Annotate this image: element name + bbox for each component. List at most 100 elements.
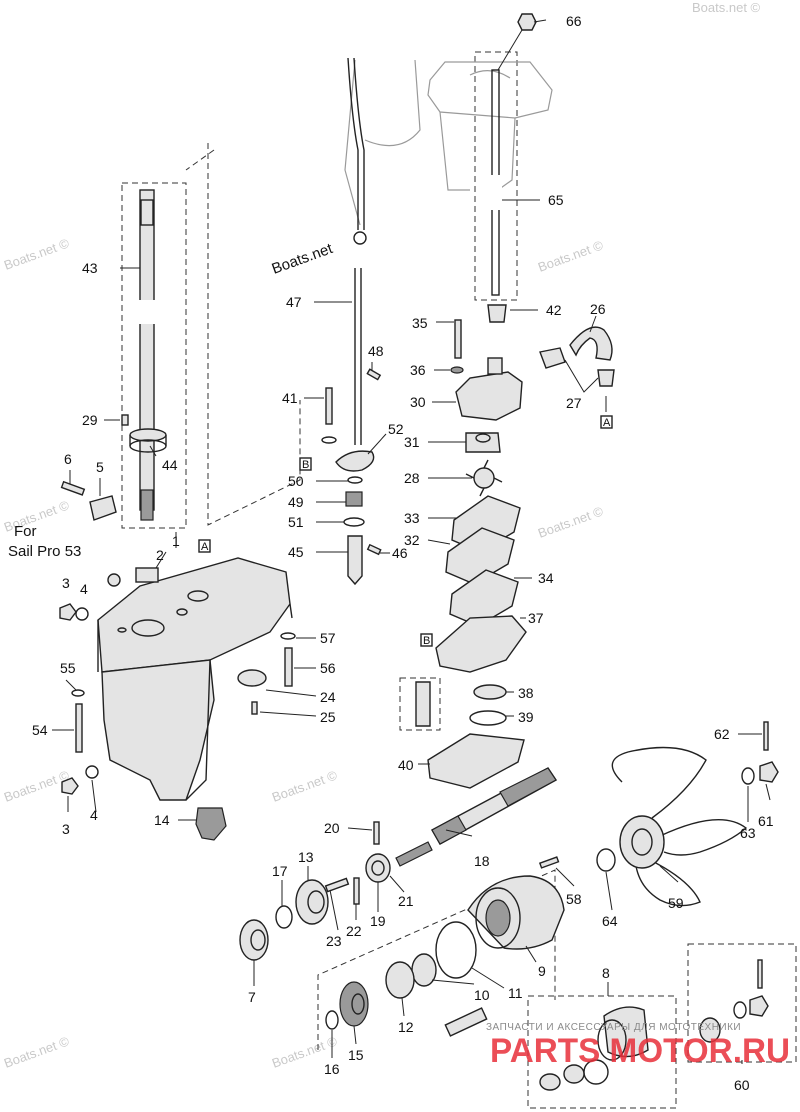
callout: 19 [370, 913, 386, 929]
drive-shaft-pin [121, 414, 129, 426]
washer-57 [280, 632, 296, 640]
screw-46 [366, 543, 382, 556]
watermark: Boats.net © [536, 503, 606, 541]
gear-group-outline [317, 869, 556, 1050]
bolt-56 [284, 647, 293, 687]
shop-banner-text: ЗАПЧАСТИ И АКСЕССУАРЫ ДЛЯ МОТОТЕХНИКИ [486, 1022, 741, 1033]
oil-seal-housing [415, 681, 431, 727]
callout: 33 [404, 510, 420, 526]
callout: 11 [508, 985, 523, 1001]
callout: 20 [324, 820, 340, 836]
callout: 14 [154, 812, 170, 828]
oil-seal-38 [473, 684, 507, 700]
bearing-housing-9 [467, 875, 565, 950]
plunger-23 [324, 877, 350, 893]
cotter-pin-62 [763, 721, 769, 751]
ref-box-a: A [600, 415, 613, 429]
nut-61 [759, 761, 779, 783]
grommet-27 [597, 369, 615, 387]
callout: 30 [410, 394, 426, 410]
washer-4-lower [85, 765, 99, 779]
drive-shaft [137, 189, 157, 511]
pump-outlet [487, 357, 503, 375]
callout: 7 [248, 989, 256, 1005]
callout: 61 [758, 813, 774, 829]
propeller-shaft-housing-kit [539, 1006, 649, 1091]
tapered-bearing-7 [239, 919, 269, 961]
callout: 34 [538, 570, 554, 586]
callout: 44 [162, 457, 178, 473]
propeller [611, 746, 748, 907]
callout: 8 [602, 965, 610, 981]
callout: 42 [546, 302, 562, 318]
ref-box-b: B [420, 633, 433, 647]
propeller-shaft [431, 767, 558, 845]
callout: 3 [62, 821, 70, 837]
callout: 41 [282, 390, 298, 406]
water-tube-seal [487, 304, 507, 323]
callout: 51 [288, 514, 304, 530]
shift-rod [347, 57, 367, 445]
screw-6 [60, 480, 86, 496]
ref-box-b: B [299, 457, 312, 471]
callout: 23 [326, 933, 342, 949]
o-ring-39 [469, 710, 507, 726]
callout: 31 [404, 434, 420, 450]
propeller-shaft-housing-kit-box [527, 995, 677, 1109]
callout: 12 [398, 1019, 414, 1035]
forward-gear-13 [295, 879, 329, 925]
callout: 13 [298, 849, 314, 865]
svg-text:A: A [603, 417, 611, 429]
callout: 64 [602, 913, 618, 929]
note-sail-pro: Sail Pro 53 [8, 543, 81, 560]
callout: 62 [714, 726, 730, 742]
callout: 50 [288, 473, 304, 489]
callouts: 66 65 43 47 42 26 35 48 36 41 30 27 29 5… [32, 13, 774, 1093]
callout: 46 [392, 545, 408, 561]
svg-text:B: B [423, 635, 430, 647]
callout: 32 [404, 532, 420, 548]
callout: 55 [60, 660, 76, 676]
shift-rod-plate [335, 450, 375, 472]
watermark: Boats.net © [2, 767, 72, 805]
callout: 59 [668, 895, 684, 911]
callout: 37 [528, 610, 544, 626]
callout: 56 [320, 660, 336, 676]
collar-2 [135, 567, 159, 583]
callout: 45 [288, 544, 304, 560]
callout: 18 [474, 853, 490, 869]
shift-cam-45 [347, 535, 363, 586]
callout: 24 [320, 689, 336, 705]
callout: 57 [320, 630, 336, 646]
note-for: For [14, 523, 37, 540]
screw-25 [251, 701, 258, 715]
bearing-10 [411, 953, 437, 987]
callout: 54 [32, 722, 48, 738]
water-tube-group-box [474, 51, 518, 301]
callout: 5 [96, 459, 104, 475]
bushing-53 [107, 573, 121, 587]
watermark: Boats.net © [2, 235, 72, 273]
callout: 47 [286, 294, 302, 310]
drive-shaft-bearing [129, 428, 167, 453]
callout: 2 [156, 547, 164, 563]
shift-rod-pin [366, 368, 382, 381]
shop-logo: PARTS MOTOR.RU [490, 1032, 790, 1070]
callout: 10 [474, 987, 490, 1003]
pinion-gear [195, 807, 227, 841]
water-hose [569, 326, 613, 361]
callout: 38 [518, 685, 534, 701]
anode-24 [237, 669, 267, 687]
bolt-41 [325, 387, 333, 425]
washer-55 [71, 689, 85, 697]
callout: 39 [518, 709, 534, 725]
washer-4 [75, 607, 89, 621]
ref-box-a: A [198, 539, 211, 553]
shim-17 [275, 905, 293, 929]
rubber-mount-5 [89, 495, 117, 521]
oil-seal-kit [444, 1007, 488, 1037]
watermark: Boats.net © [2, 497, 72, 535]
thrust-washer-64 [596, 848, 616, 872]
callout: 43 [82, 260, 98, 276]
bolt-54 [75, 703, 83, 753]
